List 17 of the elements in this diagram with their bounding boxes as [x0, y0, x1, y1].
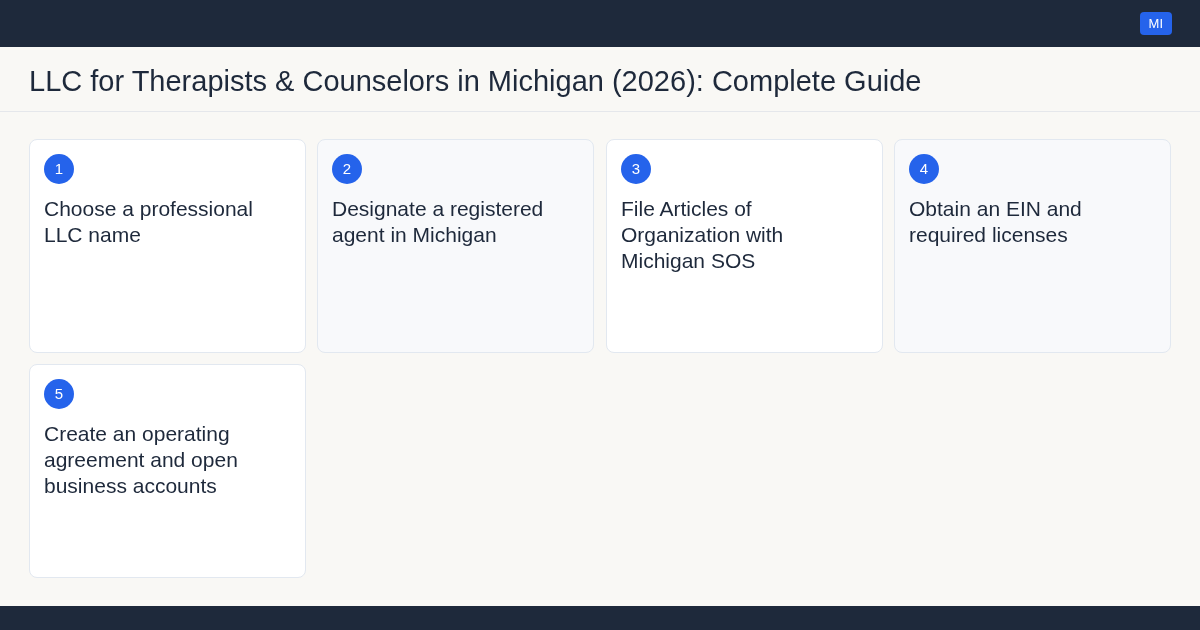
state-badge: MI — [1139, 12, 1172, 35]
step-title: Designate a registered agent in Michigan — [332, 196, 545, 248]
step-number-badge: 3 — [621, 154, 651, 184]
step-card — [29, 364, 306, 578]
step-card — [317, 139, 594, 353]
step-title: Choose a professional LLC name — [44, 196, 254, 248]
step-card — [894, 139, 1171, 353]
step-title: File Articles of Organization with Michigan SOS — [621, 196, 785, 274]
step-card — [29, 139, 306, 353]
step-number-badge: 2 — [332, 154, 362, 184]
page-title: LLC for Therapists & Counselors in Michigan (2026): Complete Guide — [29, 64, 922, 98]
step-card — [606, 139, 883, 353]
step-title: Obtain an EIN and required licenses — [909, 196, 1083, 248]
step-number-badge: 5 — [44, 379, 74, 409]
step-number-badge: 4 — [909, 154, 939, 184]
step-title: Create an operating agreement and open business accounts — [44, 421, 239, 499]
step-number-badge: 1 — [44, 154, 74, 184]
